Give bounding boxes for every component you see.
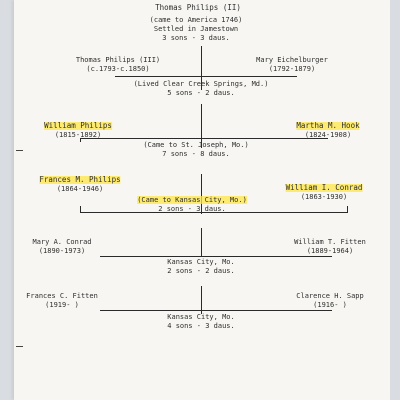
descent-tick — [347, 206, 348, 213]
gen2-right-dates: (1792-1879) — [268, 65, 316, 73]
gen1-line-1: (came to America 1746) — [149, 16, 243, 24]
gen5-right-dates: (1889-1964) — [306, 247, 354, 255]
gen6-left-dates: (1919- ) — [45, 301, 79, 309]
descent-tick — [80, 138, 81, 142]
gen5-line-2: 2 sons - 2 daus. — [167, 267, 235, 275]
gen5-line-1: Kansas City, Mo. — [167, 258, 235, 266]
gen2-left-dates: (c.1793-c.1850) — [86, 65, 150, 73]
margin-mark — [16, 346, 23, 347]
couple-connector-vertical — [201, 174, 202, 214]
gen6-right-dates: (1916- ) — [313, 301, 347, 309]
couple-connector-vertical — [201, 46, 202, 90]
gen4-left-dates: (1864-1946) — [56, 185, 104, 193]
gen6-right-name: Clarence H. Sapp — [296, 292, 364, 300]
gen1-name: Thomas Philips (II) — [155, 3, 241, 12]
couple-connector-horizontal — [80, 212, 348, 213]
couple-connector-horizontal — [80, 138, 328, 139]
gen4-right-dates: (1863-1930) — [300, 193, 348, 201]
gen4-line-1: (Came to Kansas City, Mo.) — [137, 196, 247, 204]
couple-connector-horizontal — [115, 76, 297, 77]
gen3-line-2: 7 sons - 8 daus. — [162, 150, 230, 158]
gen2-left-name: Thomas Philips (III) — [75, 56, 161, 64]
gen5-left-dates: (1890-1973) — [38, 247, 86, 255]
gen3-right-dates: (1824-1908) — [304, 131, 352, 139]
gen1-line-3: 3 sons - 3 daus. — [162, 34, 230, 42]
gen4-left-name: Frances M. Philips — [39, 175, 121, 184]
gen2-line-2: 5 sons - 2 daus. — [167, 89, 235, 97]
gen6-line-1: Kansas City, Mo. — [167, 313, 235, 321]
descent-tick — [80, 206, 81, 213]
gen5-right-name: William T. Fitten — [294, 238, 366, 246]
gen3-line-1: (Came to St. Joseph, Mo.) — [143, 141, 249, 149]
margin-mark — [16, 150, 23, 151]
couple-connector-vertical — [201, 286, 202, 314]
gen3-left-name: William Philips — [44, 121, 112, 130]
gen5-left-name: Mary A. Conrad — [32, 238, 92, 246]
gen6-line-2: 4 sons - 3 daus. — [167, 322, 235, 330]
couple-connector-vertical — [201, 228, 202, 256]
gen6-left-name: Frances C. Fitten — [26, 292, 98, 300]
gen3-right-name: Martha M. Hook — [296, 121, 360, 130]
gen3-left-dates: (1815-1892) — [54, 131, 102, 139]
couple-connector-horizontal — [100, 256, 332, 257]
gen1-line-2: Settled in Jamestown — [153, 25, 239, 33]
couple-connector-horizontal — [100, 310, 332, 311]
gen4-line-2: 2 sons - 3 daus. — [158, 205, 226, 213]
gen2-right-name: Mary Eichelburger — [256, 56, 328, 64]
couple-connector-vertical — [201, 104, 202, 148]
gen2-line-1: (Lived Clear Creek Springs, Md.) — [133, 80, 269, 88]
gen4-right-name: William I. Conrad — [285, 183, 363, 192]
